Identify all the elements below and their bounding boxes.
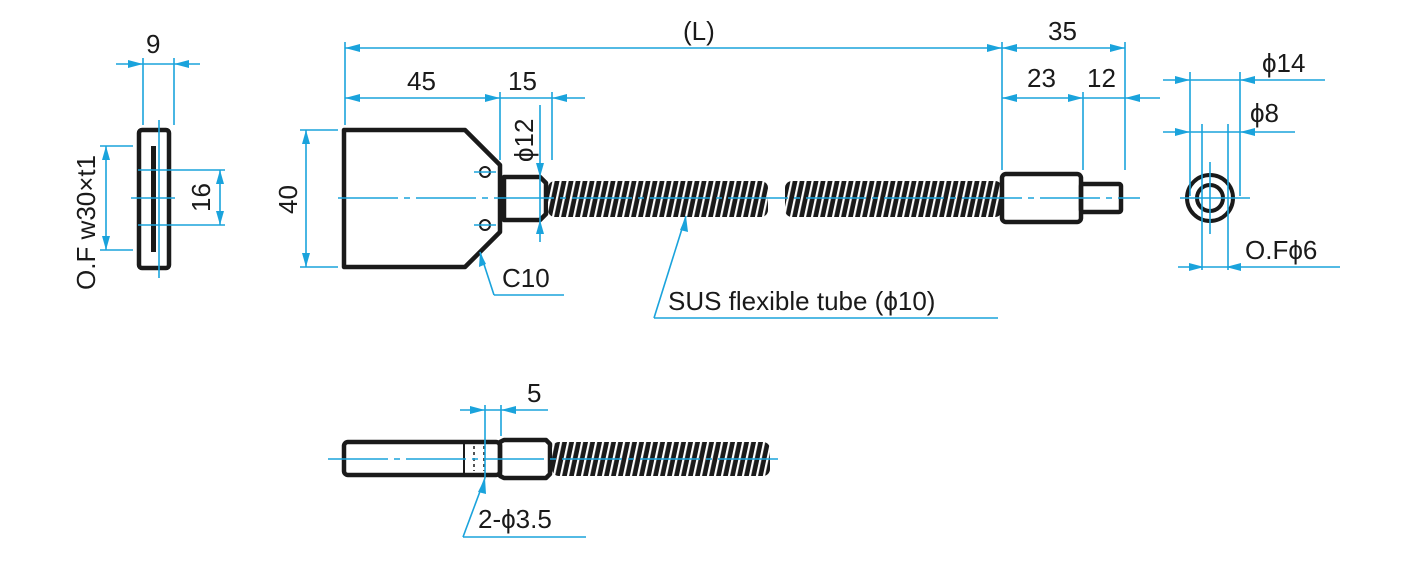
fiber-strip bbox=[151, 146, 156, 252]
sensor-head bbox=[341, 127, 503, 270]
detail-collar bbox=[497, 437, 553, 481]
dim-end-tip: 12 bbox=[1087, 63, 1116, 93]
tube-label: SUS flexible tube (ϕ10) bbox=[668, 286, 935, 316]
dim-overall-length: (L) bbox=[683, 16, 715, 46]
dim-head-length: 45 bbox=[407, 66, 436, 96]
dim-head-height: 40 bbox=[273, 185, 303, 214]
dim-width-9: 9 bbox=[146, 29, 160, 59]
detail-view: 5 2-ϕ3.5 bbox=[328, 378, 780, 538]
front-view: (L) 45 15 ϕ12 40 C10 SUS flexible tube (… bbox=[273, 16, 1160, 319]
dim-end-total: 35 bbox=[1048, 16, 1077, 46]
dim-end-sleeve: 23 bbox=[1027, 63, 1056, 93]
dim-pitch-16: 16 bbox=[186, 183, 216, 212]
hole-label: 2-ϕ3.5 bbox=[478, 504, 552, 534]
dim-neck-diameter: ϕ12 bbox=[509, 119, 539, 162]
chamfer-label: C10 bbox=[502, 263, 550, 293]
side-view: 9 O.F w30×t1 16 bbox=[71, 29, 225, 290]
flexible-tube-segment-2 bbox=[785, 181, 1002, 217]
optical-fiber-label: O.F w30×t1 bbox=[71, 155, 101, 290]
dim-offset-5: 5 bbox=[527, 378, 541, 408]
flexible-tube-segment-1 bbox=[548, 181, 768, 217]
side-view-outline bbox=[136, 127, 172, 271]
dim-outer-diameter: ϕ14 bbox=[1262, 48, 1305, 78]
dim-neck-length: 15 bbox=[508, 66, 537, 96]
dim-inner-diameter: ϕ8 bbox=[1250, 98, 1279, 128]
dim-fiber-diameter: O.Fϕ6 bbox=[1245, 235, 1317, 265]
end-view: ϕ14 ϕ8 O.Fϕ6 bbox=[1163, 48, 1340, 271]
